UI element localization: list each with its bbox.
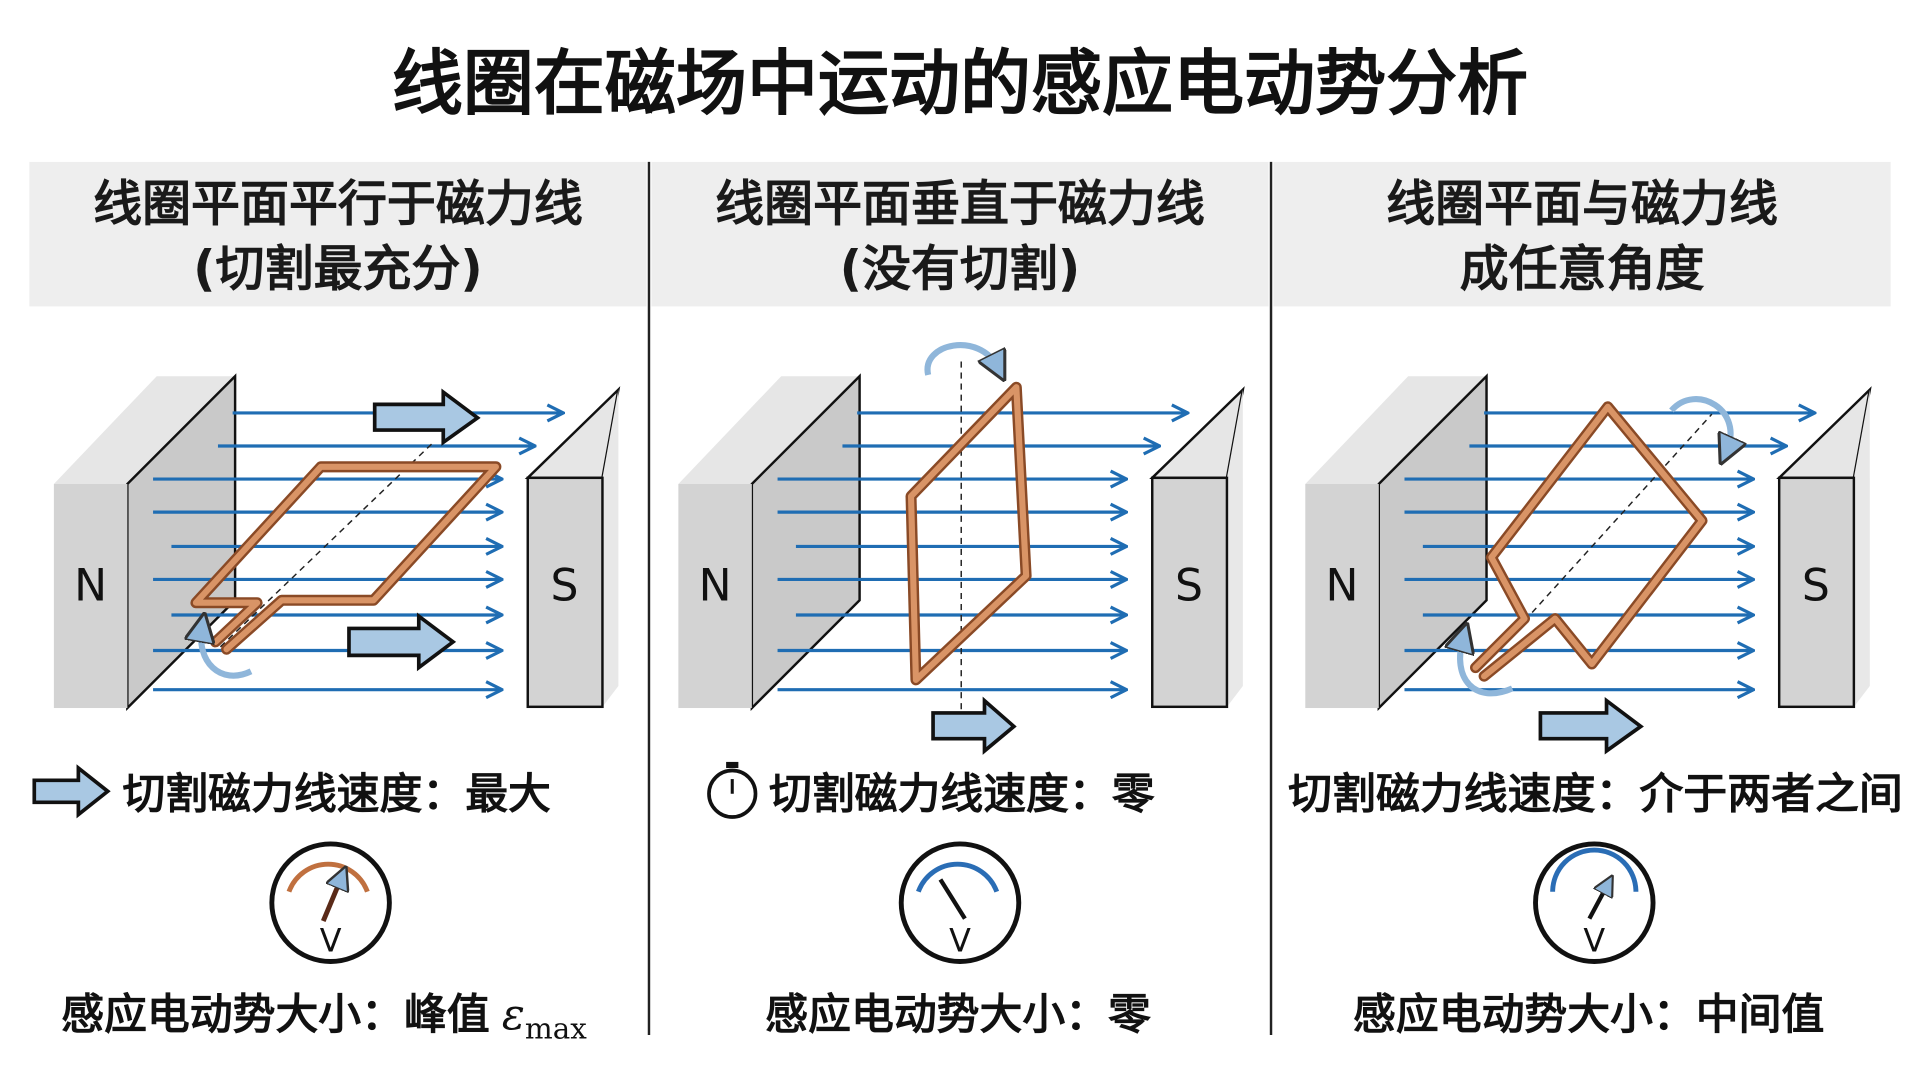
north-pole-label: N bbox=[699, 560, 732, 611]
panel-1-coil bbox=[196, 440, 502, 679]
rotation-arrow-icon bbox=[201, 627, 253, 679]
voltmeter-zero-icon: V bbox=[898, 841, 1022, 964]
north-pole-label: N bbox=[1326, 560, 1359, 611]
panel-3-coil bbox=[1460, 396, 1730, 697]
voltmeter-mid-icon: V bbox=[1533, 841, 1656, 964]
panel-2-emf-label: 感应电动势大小：零 bbox=[765, 990, 1151, 1040]
motion-arrow-icon bbox=[1538, 697, 1644, 755]
north-pole-label: N bbox=[74, 560, 107, 611]
panel-2-header-bg bbox=[651, 161, 1269, 307]
panel-2-magnets: N S bbox=[678, 373, 1245, 711]
panel-1-header: 线圈平面平行于磁力线 bbox=[93, 176, 583, 233]
panel-3-emf-label: 感应电动势大小：中间值 bbox=[1353, 990, 1824, 1040]
motion-arrow-icon bbox=[372, 388, 481, 446]
south-pole-magnet bbox=[526, 476, 604, 709]
panel-2-coil bbox=[905, 342, 1032, 717]
panel-3-header-bg bbox=[1273, 161, 1891, 307]
panel-3-magnets: N S bbox=[1305, 373, 1872, 711]
voltmeter-peak-icon: V bbox=[269, 841, 392, 964]
panel-1-speed-label: 切割磁力线速度：最大 bbox=[122, 769, 551, 819]
motion-arrow-icon bbox=[347, 612, 457, 672]
stopwatch-icon bbox=[707, 761, 758, 819]
panel-3-header: 线圈平面与磁力线 bbox=[1386, 176, 1778, 233]
panel-2-header: 线圈平面垂直于磁力线 bbox=[715, 176, 1205, 233]
panel-2-subheader: (没有切割) bbox=[840, 241, 1081, 298]
panel-1-header-bg bbox=[29, 161, 647, 307]
panel-1-magnets: N S bbox=[53, 373, 621, 711]
gauge-letter: V bbox=[949, 922, 971, 960]
panel-3-subheader: 成任意角度 bbox=[1460, 241, 1705, 298]
panel-1-emf-label: 感应电动势大小：峰值 εmax bbox=[61, 990, 587, 1046]
emf-subscript: max bbox=[525, 1012, 587, 1046]
south-pole-label: S bbox=[1175, 560, 1203, 611]
motion-arrow-icon bbox=[931, 696, 1017, 755]
emf-symbol: ε bbox=[502, 990, 525, 1040]
rotation-arrow-icon bbox=[1460, 637, 1514, 697]
rotation-arrow-icon bbox=[924, 342, 998, 375]
block-arrow-icon bbox=[32, 764, 111, 819]
emf-text: 感应电动势大小：峰值 bbox=[61, 990, 489, 1040]
south-pole-label: S bbox=[550, 560, 578, 611]
rotation-arrow-icon bbox=[1669, 396, 1730, 451]
south-pole-label: S bbox=[1802, 560, 1830, 611]
panel-2-speed-label: 切割磁力线速度：零 bbox=[769, 769, 1155, 819]
north-pole-magnet bbox=[53, 483, 128, 709]
gauge-letter: V bbox=[1583, 922, 1605, 960]
panel-1-subheader: (切割最充分) bbox=[193, 241, 483, 298]
page-title: 线圈在磁场中运动的感应电动势分析 bbox=[392, 42, 1528, 125]
panel-3-speed-label: 切割磁力线速度：介于两者之间 bbox=[1288, 769, 1903, 819]
gauge-letter: V bbox=[320, 922, 342, 960]
